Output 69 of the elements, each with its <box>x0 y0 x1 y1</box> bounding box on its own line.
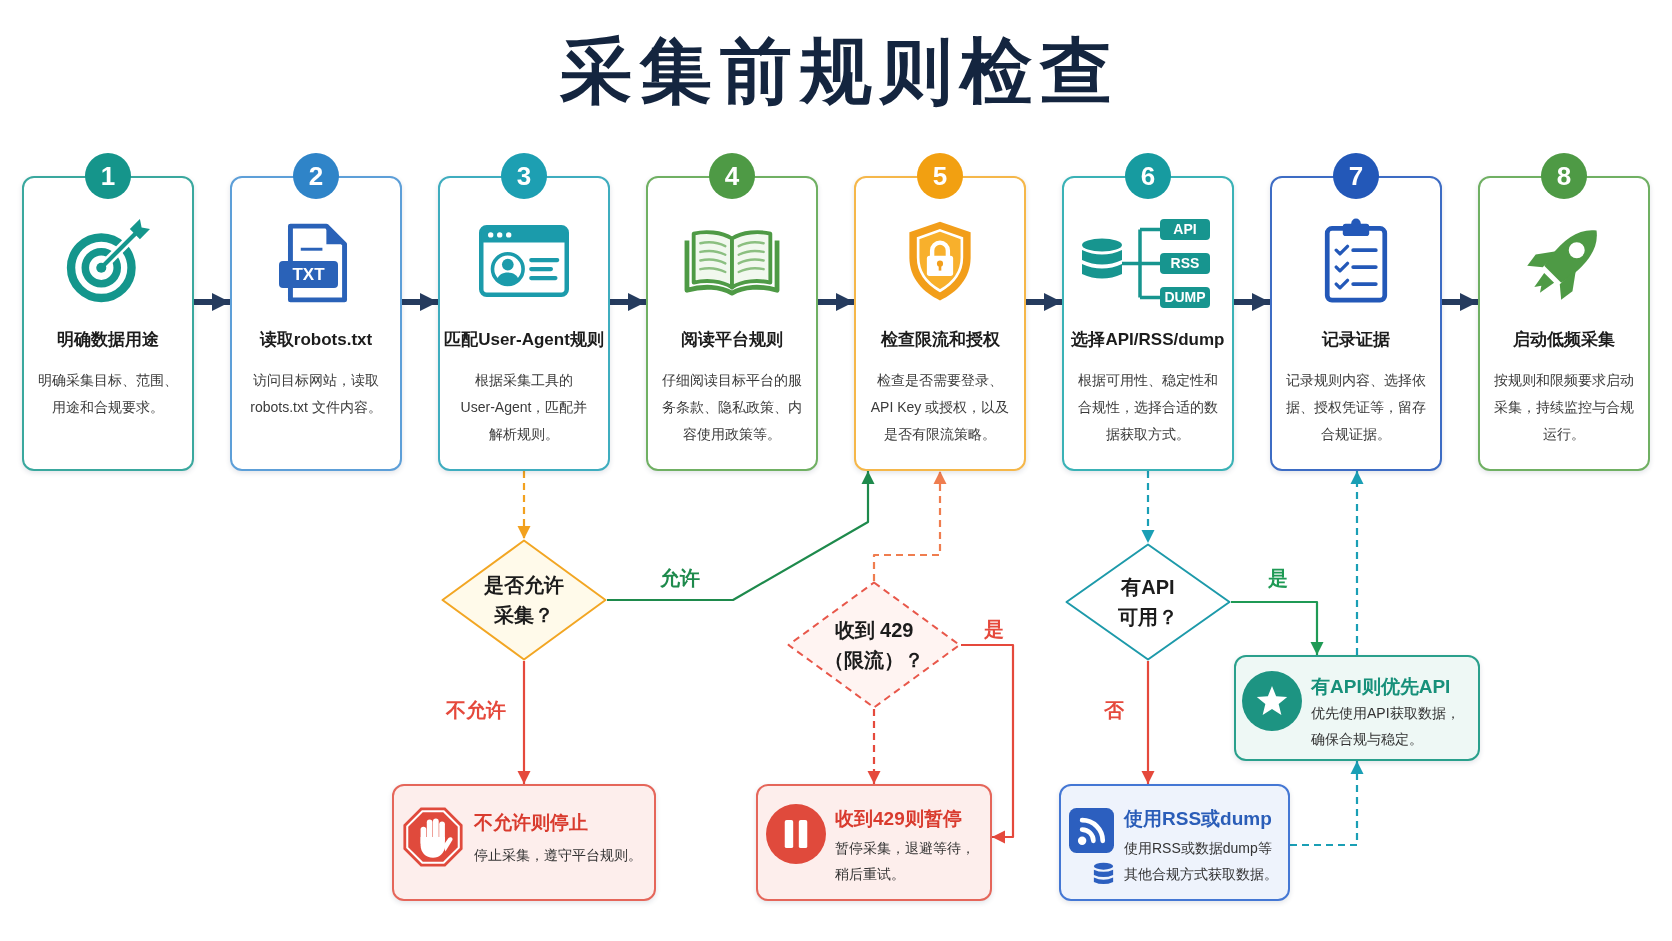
arrow <box>610 293 646 311</box>
decision-label: 是否允许采集？ <box>483 573 565 628</box>
step-number: 8 <box>1541 153 1587 199</box>
file-type-label: TXT <box>279 261 338 288</box>
title: 采集前规则检查 <box>559 30 1120 113</box>
step-description: 访问目标网站，读取robots.txt 文件内容。 <box>249 371 383 417</box>
step-title: 匹配User-Agent规则 <box>444 329 604 351</box>
step-description: 仔细阅读目标平台的服务条款、隐私政策、内容使用政策等。 <box>661 371 803 444</box>
step-title: 读取robots.txt <box>259 329 373 351</box>
outcome-card <box>756 784 992 901</box>
decision-label: 有API可用？ <box>1117 575 1179 630</box>
outcome-title: 不允许则停止 <box>474 811 588 835</box>
arrow <box>1026 293 1062 311</box>
decision-diamond <box>441 539 607 661</box>
decision-label: 收到 429（限流）？ <box>823 618 925 673</box>
outcome-title: 有API则优先API <box>1311 675 1451 699</box>
dashed-arrow <box>1290 761 1364 847</box>
step-description: 根据采集工具的User-Agent，匹配并解析规则。 <box>459 371 589 444</box>
outcome-title: 收到429则暂停 <box>835 807 962 831</box>
step-description: 明确采集目标、范围、用途和合规要求。 <box>37 371 179 417</box>
source-tag: RSS <box>1160 253 1210 274</box>
outcome-description: 使用RSS或数据dump等其他合规方式获取数据。 <box>1124 839 1279 884</box>
dashed-arrow <box>1141 471 1155 543</box>
arrow <box>1234 293 1270 311</box>
step-number: 4 <box>709 153 755 199</box>
step-number: 7 <box>1333 153 1379 199</box>
dashed-arrow <box>872 471 947 581</box>
arrow <box>194 293 230 311</box>
step-number: 3 <box>501 153 547 199</box>
step-description: 记录规则内容、选择依据、授权凭证等，留存合规证据。 <box>1285 371 1427 444</box>
arrow <box>818 293 854 311</box>
arrow <box>607 471 875 602</box>
step-number: 6 <box>1125 153 1171 199</box>
edge-label: 是 <box>981 616 1007 642</box>
arrow <box>1442 293 1478 311</box>
step-number: 1 <box>85 153 131 199</box>
outcome-description: 优先使用API获取数据，确保合规与稳定。 <box>1311 704 1461 749</box>
dashed-arrow <box>517 471 531 539</box>
edge-label: 是 <box>1265 565 1291 591</box>
step-title: 检查限流和授权 <box>880 329 1000 351</box>
step-title: 启动低频采集 <box>1513 329 1615 351</box>
arrow <box>961 643 1015 844</box>
step-title: 记录证据 <box>1322 329 1390 351</box>
step-description: 检查是否需要登录、API Key 或授权，以及是否有限流策略。 <box>870 371 1010 444</box>
step-number: 5 <box>917 153 963 199</box>
outcome-card <box>392 784 656 901</box>
step-title: 明确数据用途 <box>57 329 159 351</box>
decision-diamond <box>787 581 961 709</box>
outcome-description: 停止采集，遵守平台规则。 <box>474 846 643 865</box>
dashed-arrow <box>1350 471 1364 655</box>
step-description: 按规则和限频要求启动采集，持续监控与合规运行。 <box>1493 371 1635 444</box>
arrow <box>517 661 531 784</box>
edge-label: 允许 <box>657 565 703 591</box>
dashed-arrow <box>867 709 881 784</box>
decision-diamond <box>1065 543 1231 661</box>
outcome-description: 暂停采集，退避等待，稍后重试。 <box>835 839 976 884</box>
source-tag: DUMP <box>1160 287 1210 308</box>
outcome-card <box>1059 784 1290 901</box>
edge-label: 不允许 <box>443 697 509 723</box>
outcome-card <box>1234 655 1480 761</box>
step-title: 选择API/RSS/dump <box>1071 329 1225 351</box>
arrow <box>402 293 438 311</box>
step-title: 阅读平台规则 <box>681 329 783 351</box>
arrow <box>1231 600 1324 655</box>
arrow <box>1141 661 1155 784</box>
source-tag: API <box>1160 219 1210 240</box>
outcome-title: 使用RSS或dump <box>1124 807 1272 831</box>
step-description: 根据可用性、稳定性和合规性，选择合适的数据获取方式。 <box>1077 371 1219 444</box>
step-number: 2 <box>293 153 339 199</box>
